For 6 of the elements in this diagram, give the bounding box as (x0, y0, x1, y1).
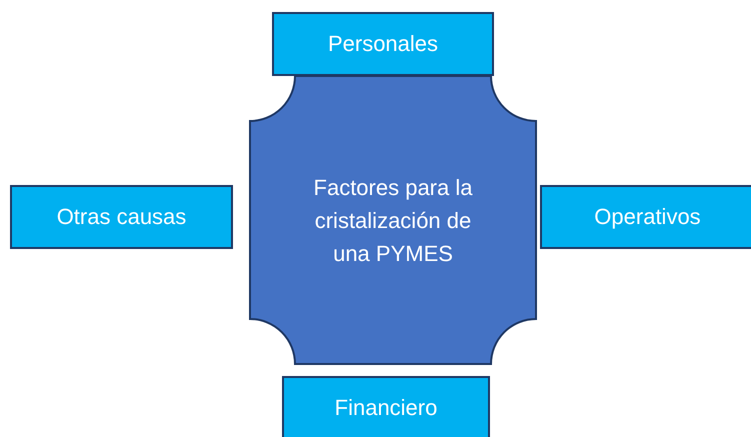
plaque-shape (249, 75, 537, 365)
category-box: Personales (272, 12, 494, 76)
category-box: Financiero (282, 376, 490, 437)
category-box: Operativos (540, 185, 751, 249)
category-box: Otras causas (10, 185, 233, 249)
central-text: Factores para la cristalización de una PYMES (312, 174, 474, 268)
